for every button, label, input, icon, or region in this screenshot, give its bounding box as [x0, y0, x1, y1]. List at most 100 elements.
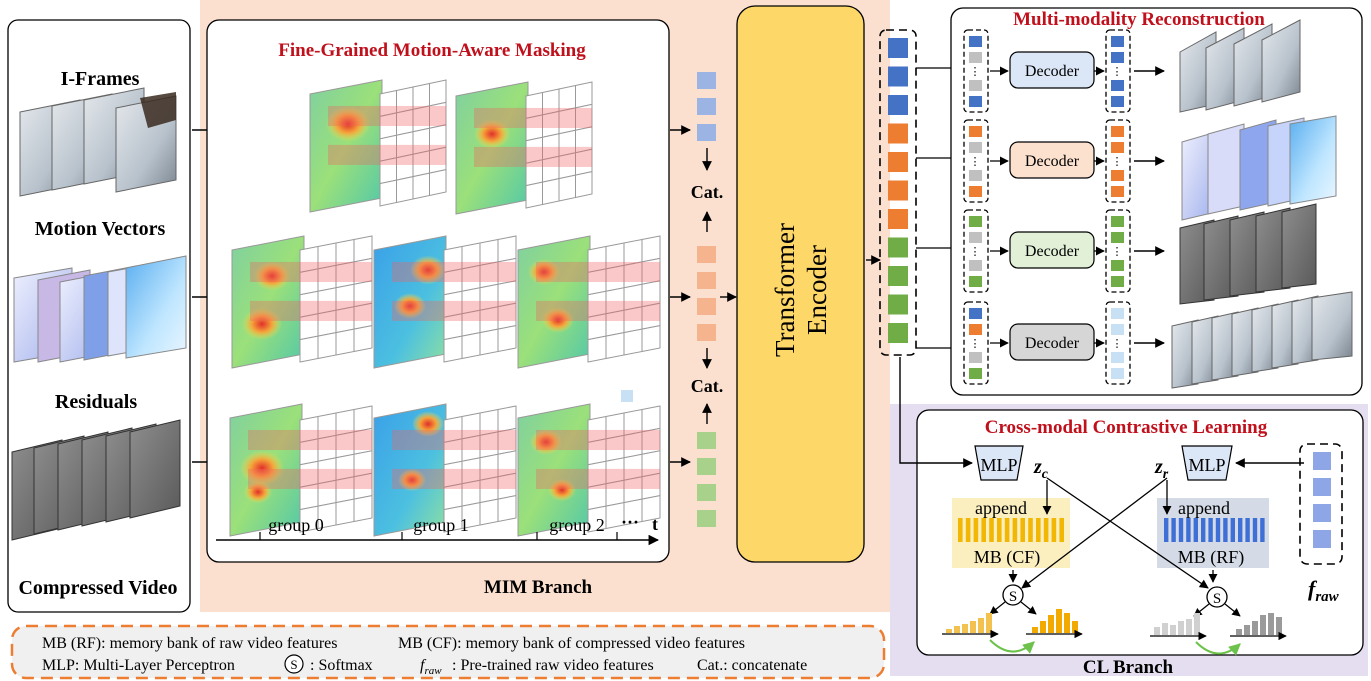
rf-distribution-bar	[1154, 627, 1160, 635]
zr-label: zr	[1154, 456, 1169, 482]
encoder-output-token	[888, 95, 908, 115]
encoder-output-token	[888, 266, 908, 286]
masked-tube	[536, 429, 660, 451]
input-token	[969, 96, 982, 107]
input-token	[969, 216, 982, 227]
encoder-output-token	[888, 152, 908, 172]
memory-bank-rf-entry	[1223, 518, 1228, 542]
output-token	[1111, 368, 1124, 379]
decoder-block	[1009, 51, 1095, 89]
decoder-block	[1009, 323, 1095, 361]
output-token	[1111, 36, 1124, 47]
input-token-group	[963, 119, 989, 203]
hotspot	[394, 293, 426, 319]
output-token	[1111, 324, 1124, 335]
memory-bank-rf-entry	[1201, 518, 1206, 542]
decoder-label: Decoder	[1025, 335, 1080, 352]
heatmap-frame	[373, 403, 517, 537]
encoder-output-token	[888, 66, 908, 87]
mask-cell	[353, 235, 373, 263]
mim-title: Fine-Grained Motion-Aware Masking	[278, 40, 586, 61]
softmax-raw-symbol: S	[1213, 591, 1221, 607]
mlp-raw	[1181, 445, 1233, 481]
memory-bank-cf-bars	[958, 518, 1064, 542]
mv-token	[697, 324, 716, 341]
decoder-block	[1009, 231, 1095, 269]
cl-title: Cross-modal Contrastive Learning	[985, 417, 1268, 438]
encoder-line-2: Encoder	[802, 245, 832, 335]
mlp-compressed-label: MLP	[980, 455, 1017, 475]
memory-bank-cf-entry	[1043, 518, 1049, 542]
output-token	[1111, 260, 1124, 271]
vertical-dots: ⋮	[1112, 66, 1123, 78]
mask-cell	[353, 494, 373, 523]
masked-tube	[248, 429, 372, 451]
mim-heatmap-frames	[229, 79, 661, 537]
mask-cell	[587, 335, 607, 363]
hotspot	[548, 478, 576, 502]
mask-cell	[379, 179, 397, 207]
memory-bank-rf-bars	[1164, 518, 1265, 542]
mask-cell	[396, 175, 414, 204]
mask-cell	[353, 405, 373, 433]
masked-token-columns	[697, 72, 716, 527]
rf-target-bar	[1252, 621, 1258, 635]
mv-token	[697, 246, 716, 263]
decoder-block	[1009, 141, 1095, 179]
f-raw-label: fraw	[1308, 576, 1340, 605]
memory-bank-cf-entry	[1012, 518, 1018, 542]
legend-mlp: MLP: Multi-Layer Perceptron	[42, 657, 235, 674]
input-token-group	[963, 209, 989, 293]
mb-rf-label: MB (RF)	[1178, 547, 1245, 568]
memory-bank-cf-entry	[1020, 518, 1025, 542]
mask-cell	[641, 235, 661, 263]
masking-grid	[587, 235, 661, 363]
mb-cf-label: MB (CF)	[974, 547, 1041, 568]
output-token	[1111, 186, 1124, 197]
masked-tube	[392, 429, 516, 451]
reconstruction-panel	[950, 7, 1363, 396]
mask-cell	[558, 84, 576, 113]
mask-cell	[558, 174, 576, 202]
input-token	[969, 170, 982, 181]
mask-cell	[497, 405, 517, 433]
mask-cell	[479, 498, 499, 526]
memory-bank-cf-entry	[981, 518, 986, 542]
masking-grid	[379, 79, 447, 207]
input-token	[969, 352, 982, 363]
encoder-output-token	[888, 323, 908, 343]
softmax-compressed-symbol: S	[1009, 589, 1017, 605]
masked-tube	[250, 261, 372, 283]
legend-cat: Cat.: concatenate	[697, 657, 807, 674]
input-token	[969, 80, 982, 91]
encoder-output-token	[888, 209, 908, 229]
output-token-group	[1105, 29, 1131, 113]
masking-grid	[443, 235, 517, 363]
mask-cell	[497, 235, 517, 263]
heatmap-frame	[455, 81, 593, 215]
cf-target-bar	[1040, 621, 1046, 633]
reconstructed-iframes-image	[1179, 19, 1301, 113]
output-token	[1111, 216, 1124, 227]
mask-cell	[623, 238, 643, 267]
mask-cell	[641, 494, 661, 523]
masked-tube	[536, 300, 660, 321]
mask-cell	[412, 172, 430, 200]
masked-tube	[474, 107, 592, 129]
input-token-group	[963, 301, 989, 385]
vertical-dots: ⋮	[970, 156, 981, 168]
hotspot	[474, 119, 510, 149]
heatmap-frame	[229, 403, 373, 537]
mask-cell	[525, 181, 543, 209]
memory-bank-cf-entry	[958, 518, 963, 542]
encoder-output-token	[888, 38, 908, 58]
memory-bank-rf-entry	[1252, 518, 1258, 542]
input-token	[969, 324, 982, 335]
masked-tube	[536, 261, 660, 283]
mask-cell	[542, 177, 560, 206]
encoder-output-token	[888, 237, 908, 258]
rf-distribution-bar	[1194, 613, 1200, 635]
reconstruction-rows: ⋮Decoder⋮⋮Decoder⋮⋮Decoder⋮⋮Decoder⋮	[963, 29, 1165, 385]
hotspot	[242, 308, 282, 340]
